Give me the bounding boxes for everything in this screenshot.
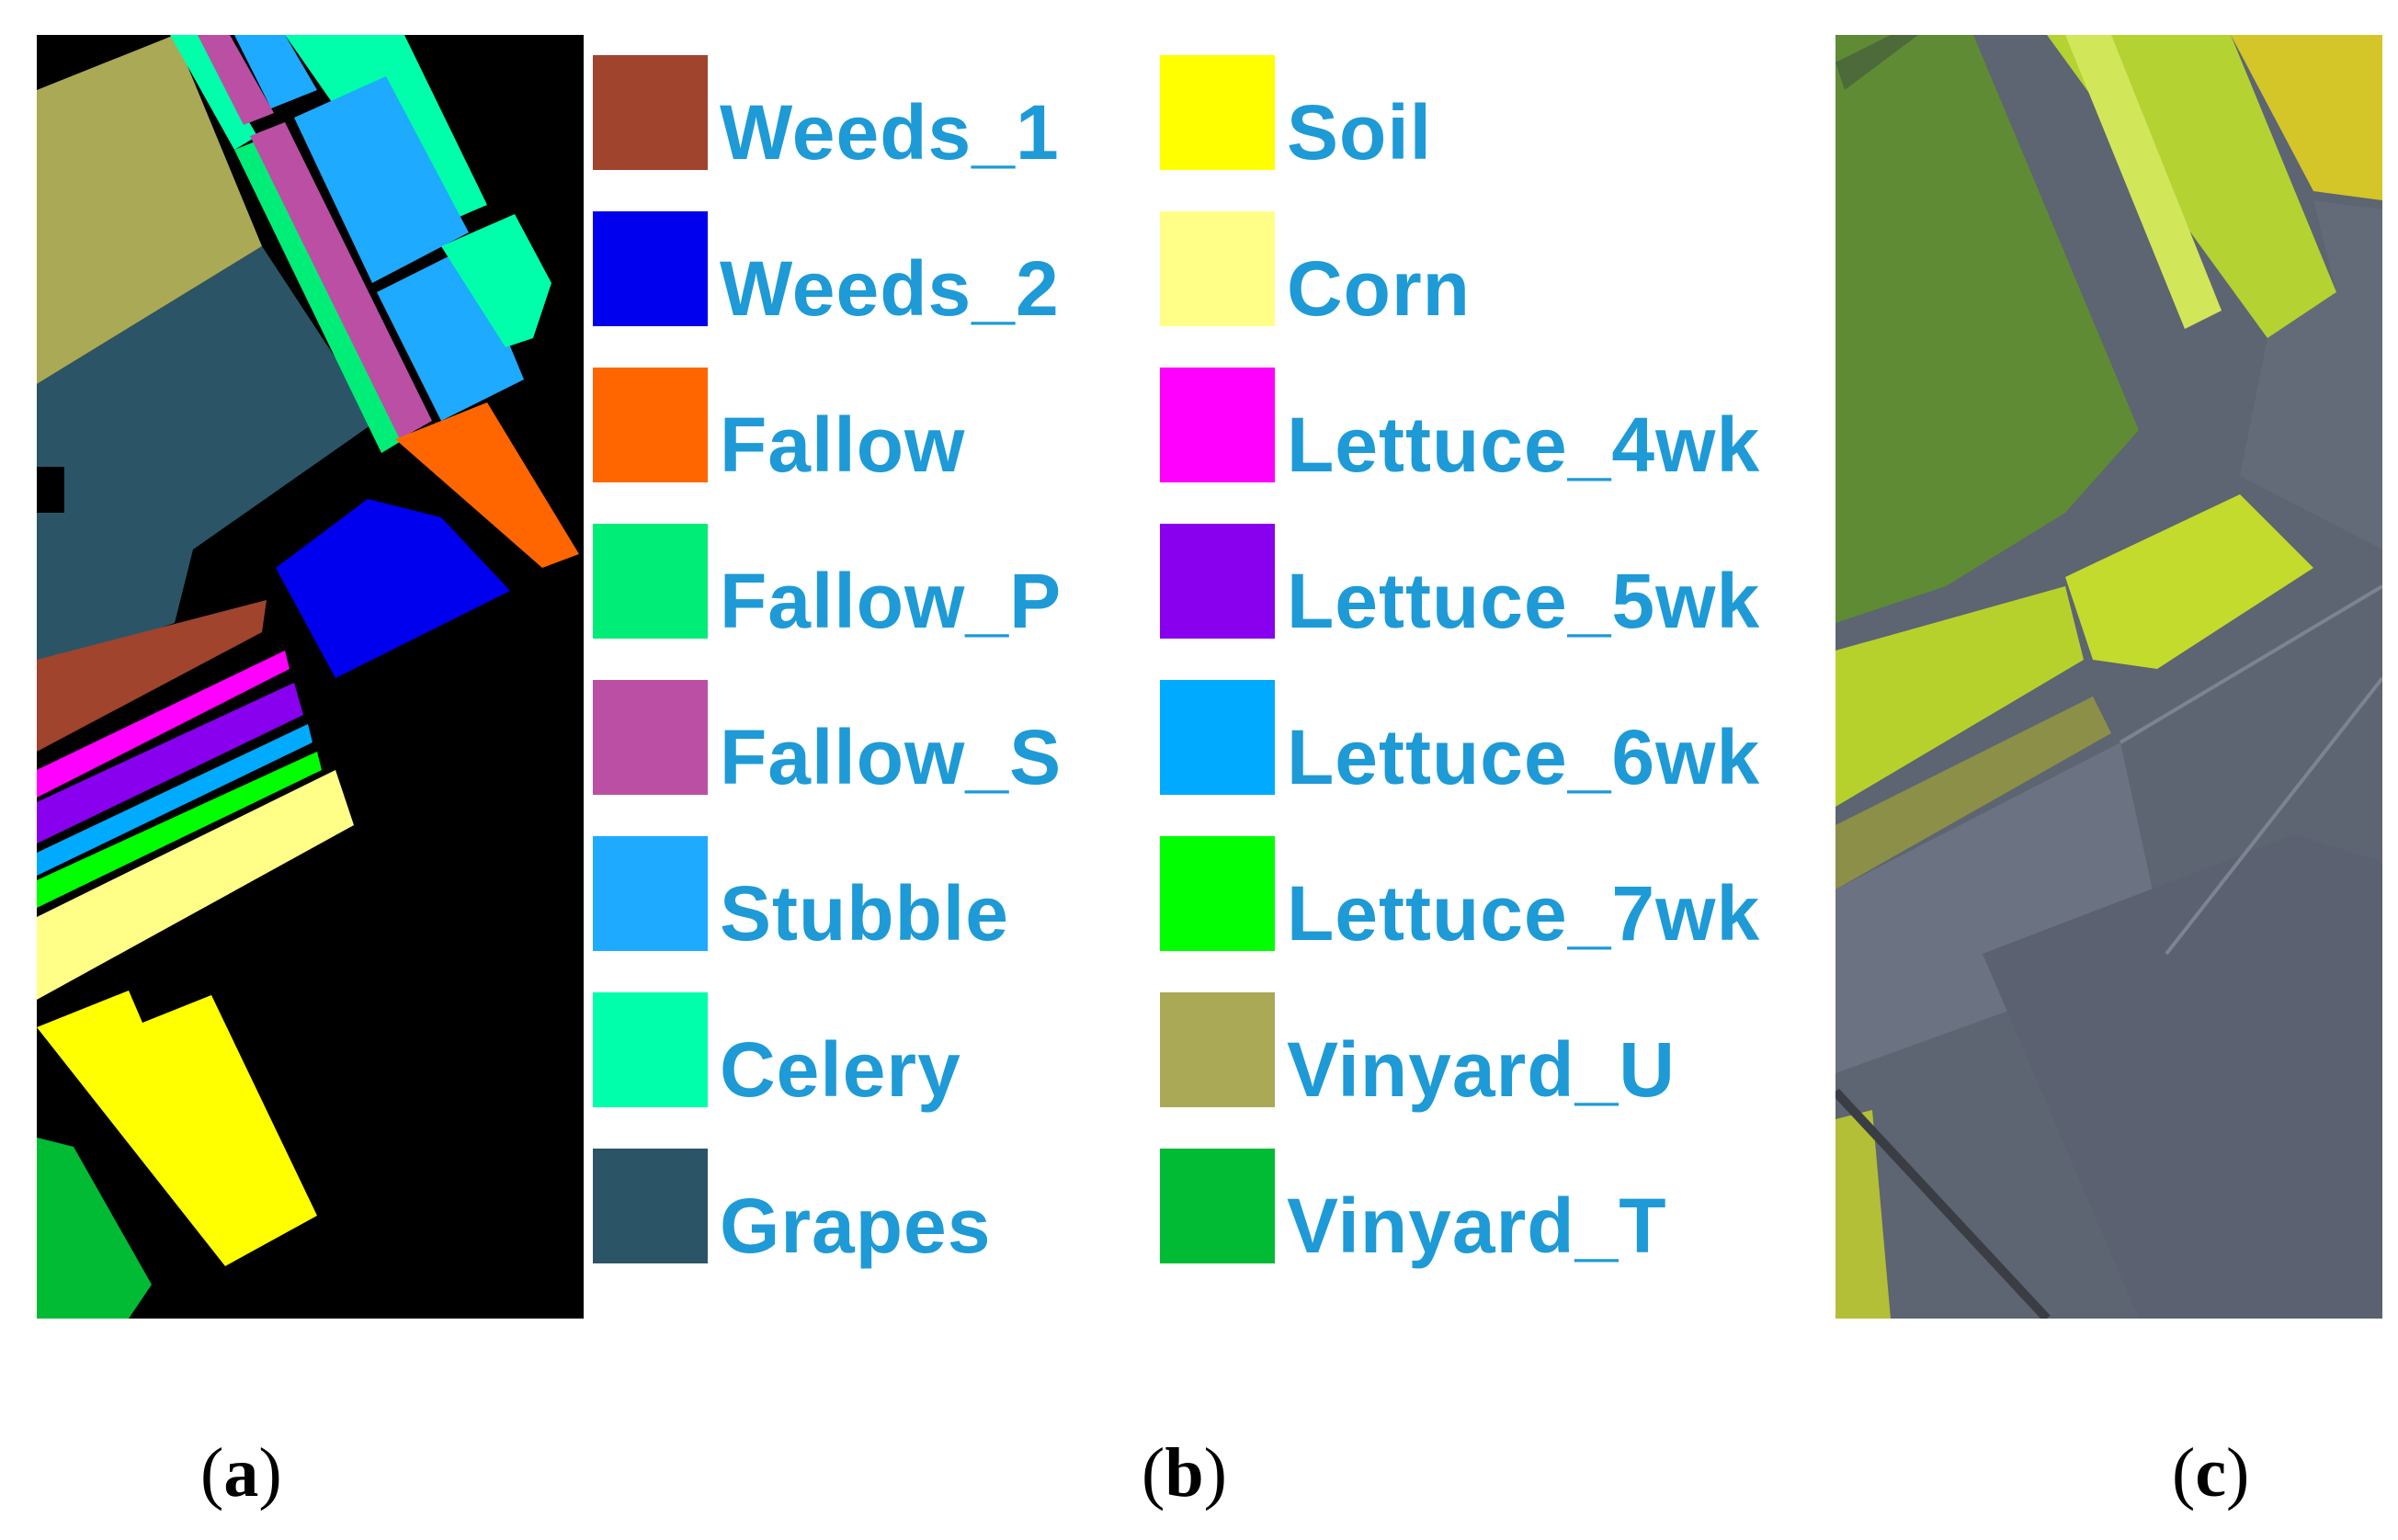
road: [1835, 1088, 2051, 1319]
legend-item: Fallow: [593, 368, 1236, 505]
region-fallow-s-top: [198, 35, 274, 125]
legend-label: Fallow_S: [720, 714, 1063, 800]
legend-item: Lettuce_4wk: [1160, 368, 1803, 505]
field-yellowish-band: [1835, 696, 2111, 889]
legend-label: Lettuce_7wk: [1287, 870, 1761, 957]
legend-swatch: [593, 680, 708, 795]
field-boundary: [2165, 676, 2382, 956]
legend-label: Lettuce_5wk: [1287, 558, 1761, 644]
region-grapes: [37, 246, 377, 669]
legend-label: Vinyard_U: [1287, 1026, 1676, 1113]
legend-item: Grapes: [593, 1149, 1236, 1286]
field-gray-large: [1983, 834, 2382, 1319]
region-fallow-s: [250, 122, 432, 439]
region-fallow: [395, 402, 579, 568]
legend-label: Celery: [720, 1026, 961, 1113]
region-grapes-left: [37, 531, 55, 660]
region-vinyard-t: [37, 1138, 152, 1319]
legend-swatch: [593, 1149, 708, 1263]
legend-item: Lettuce_6wk: [1160, 680, 1803, 818]
region-stubble-top: [234, 35, 317, 108]
legend-label: Weeds_2: [720, 245, 1060, 332]
ground-truth-map: [37, 35, 584, 1319]
field-gray-left: [1835, 742, 2166, 1073]
legend-swatch: [1160, 524, 1275, 639]
region-lettuce-4wk: [37, 651, 290, 798]
legend-swatch: [1160, 211, 1275, 326]
region-fallow-p-strip: [234, 141, 404, 453]
field-yellow-bottomleft: [1835, 1110, 1891, 1319]
region-weeds-2: [276, 499, 510, 678]
legend-item: Celery: [593, 992, 1236, 1130]
legend-item: Lettuce_5wk: [1160, 524, 1803, 662]
legend-item: Stubble: [593, 836, 1236, 974]
legend-swatch: [1160, 992, 1275, 1107]
caption-c: (c): [2172, 1434, 2250, 1512]
field-yellow-green-mid: [2065, 494, 2313, 669]
legend-item: Fallow_S: [593, 680, 1236, 818]
legend-label: Grapes: [720, 1183, 992, 1269]
legend-item: Weeds_1: [593, 55, 1236, 193]
legend-item: Fallow_P: [593, 524, 1236, 662]
legend-label: Fallow_P: [720, 558, 1063, 644]
legend-item: Soil: [1160, 55, 1803, 193]
field-green-dark-strip: [1835, 35, 1918, 90]
region-celery-strip: [170, 35, 257, 150]
legend-label: Lettuce_4wk: [1287, 402, 1761, 488]
region-weeds-1: [37, 600, 267, 752]
field-yellow-green-light: [2065, 35, 2222, 329]
legend-label: Corn: [1287, 245, 1471, 332]
legend-swatch: [1160, 55, 1275, 170]
legend-swatch: [593, 368, 708, 482]
region-lettuce-6wk: [37, 724, 313, 876]
legend-item: Corn: [1160, 211, 1803, 349]
region-stubble-low: [377, 246, 524, 421]
legend-swatch: [593, 524, 708, 639]
caption-a: (a): [200, 1434, 282, 1512]
field-boundary-2: [2119, 584, 2382, 744]
field-yellow-topright: [2231, 35, 2382, 200]
region-lettuce-7wk: [37, 752, 322, 908]
legend-label: Stubble: [720, 870, 1009, 957]
legend-swatch: [1160, 1149, 1275, 1263]
legend-label: Vinyard_T: [1287, 1183, 1667, 1269]
legend-swatch: [1160, 368, 1275, 482]
region-stubble-mid: [294, 76, 469, 283]
legend-swatch: [593, 992, 708, 1107]
legend-label: Fallow: [720, 402, 966, 488]
satellite-image: [1835, 35, 2382, 1319]
legend-swatch: [1160, 836, 1275, 951]
legend-item: Vinyard_U: [1160, 992, 1803, 1130]
legend-swatch: [593, 836, 708, 951]
legend-swatch: [1160, 680, 1275, 795]
legend-item: Vinyard_T: [1160, 1149, 1803, 1286]
caption-b: (b): [1142, 1434, 1227, 1512]
legend-item: Weeds_2: [593, 211, 1236, 349]
region-soil: [37, 991, 317, 1266]
field-yellow-green-left: [1835, 586, 2084, 807]
field-gray-topright: [2240, 200, 2382, 549]
field-green-upper: [1835, 35, 2139, 623]
legend-label: Weeds_1: [720, 89, 1060, 176]
region-celery-mid: [441, 214, 551, 347]
legend-label: Lettuce_6wk: [1287, 714, 1761, 800]
legend-label: Soil: [1287, 89, 1433, 176]
legend-item: Lettuce_7wk: [1160, 836, 1803, 974]
region-corn: [37, 770, 354, 1000]
region-lettuce-5wk: [37, 683, 303, 844]
region-vinyard-u: [37, 35, 262, 384]
legend-swatch: [593, 211, 708, 326]
legend-swatch: [593, 55, 708, 170]
